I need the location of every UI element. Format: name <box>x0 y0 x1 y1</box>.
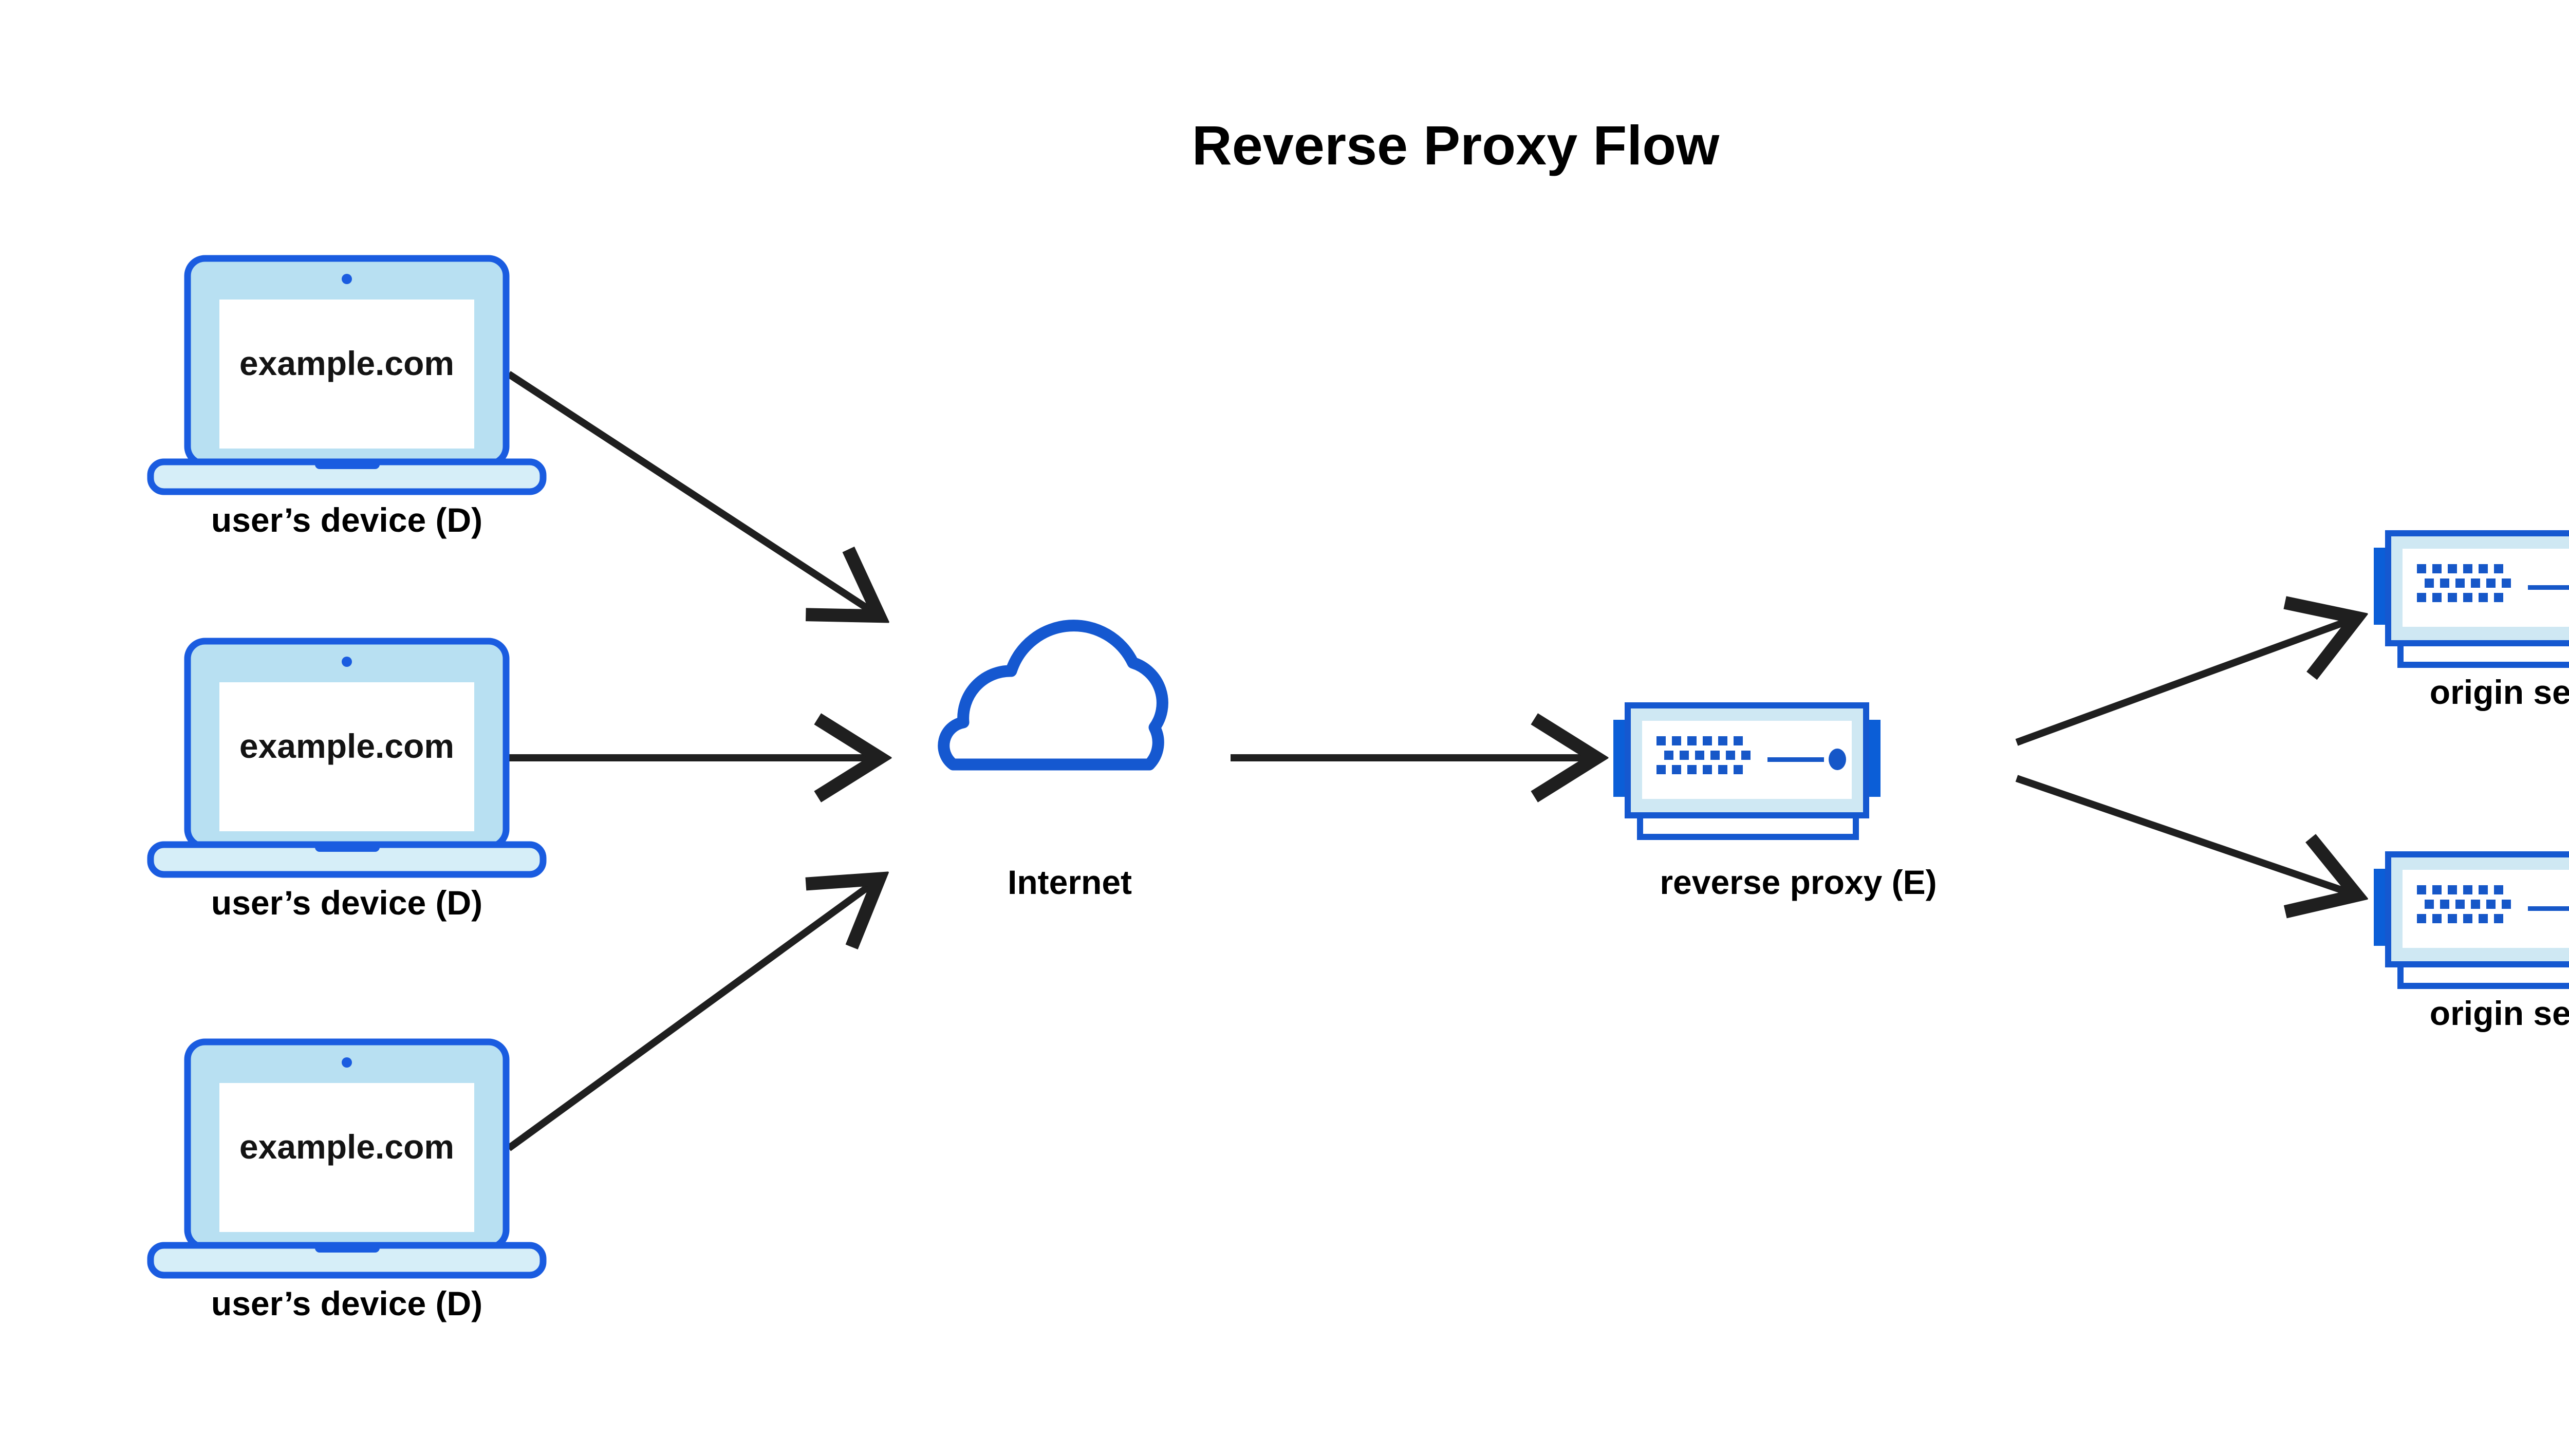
node-origin-1[interactable]: origin server (F) <box>2374 533 2569 711</box>
origin-server-label: origin server (F) <box>2430 994 2569 1032</box>
client-label: user’s device (D) <box>211 1284 482 1322</box>
node-client-2[interactable]: example.com user’s device (D) <box>151 641 543 922</box>
edge-proxy-origin2 <box>2015 775 2353 894</box>
node-internet[interactable]: Internet <box>944 626 1163 901</box>
client-screen-text: example.com <box>239 344 454 382</box>
edges-layer <box>506 371 2353 1151</box>
cloud-icon <box>944 626 1163 764</box>
page-title: Reverse Proxy Flow <box>1192 114 1720 176</box>
reverse-proxy-label: reverse proxy (E) <box>1660 863 1937 901</box>
client-label: user’s device (D) <box>211 884 482 922</box>
node-client-1[interactable]: example.com user’s device (D) <box>151 258 543 539</box>
edge-proxy-origin1 <box>2015 619 2353 746</box>
server-icon <box>2374 854 2569 986</box>
origin-server-label: origin server (F) <box>2430 673 2569 711</box>
client-screen-text: example.com <box>239 1128 454 1166</box>
internet-label: Internet <box>1008 863 1132 901</box>
edge-client1-internet <box>507 371 876 614</box>
client-label: user’s device (D) <box>211 501 482 539</box>
node-reverse-proxy[interactable]: reverse proxy (E) <box>1613 705 1937 901</box>
node-origin-2[interactable]: origin server (F) <box>2374 854 2569 1032</box>
client-screen-text: example.com <box>239 727 454 765</box>
node-client-3[interactable]: example.com user’s device (D) <box>151 1042 543 1322</box>
edge-client3-internet <box>506 881 876 1151</box>
server-icon <box>1613 705 1881 837</box>
server-icon <box>2374 533 2569 665</box>
